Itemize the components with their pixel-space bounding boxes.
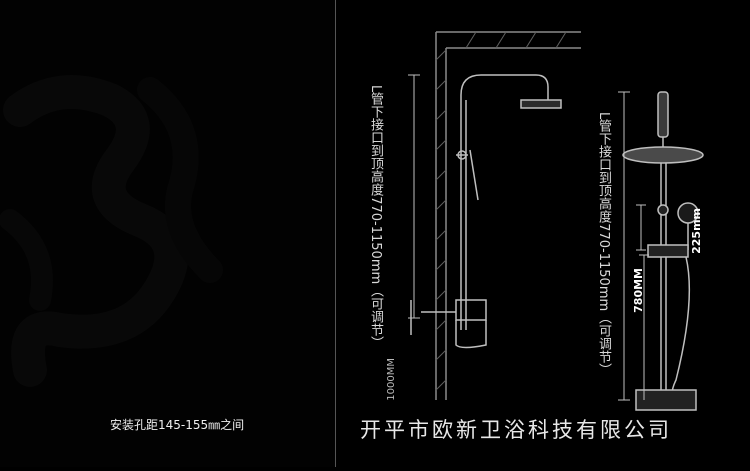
right-shower-column bbox=[622, 91, 704, 411]
company-name: 开平市欧新卫浴科技有限公司 bbox=[360, 418, 672, 442]
bottom-dimension-label: 1000MM bbox=[386, 358, 397, 401]
left-shower-column bbox=[410, 74, 562, 349]
left-dimension-line bbox=[408, 74, 420, 319]
left-height-label: L管下接口到顶高度770-1150mm（可调节） bbox=[368, 85, 383, 350]
shower-diagram: L管下接口到顶高度770-1150mm（可调节） L管下接口到顶高度770-11… bbox=[336, 0, 750, 467]
hole-distance-caption: 安装孔距145-155㎜之间 bbox=[110, 418, 245, 432]
dim-780-label: 780MM bbox=[632, 268, 645, 313]
dim-225-label: 225mm bbox=[690, 208, 703, 254]
calligraphy-watermark-icon bbox=[0, 75, 223, 387]
shower-schematic-icon bbox=[408, 31, 704, 411]
right-dimension-lines bbox=[618, 91, 649, 401]
panel-divider bbox=[335, 0, 336, 467]
right-height-label: L管下接口到顶高度770-1150mm（可调节） bbox=[596, 112, 611, 377]
wall-section-icon bbox=[435, 31, 581, 400]
left-panel: 安装孔距145-155㎜之间 bbox=[0, 0, 335, 467]
